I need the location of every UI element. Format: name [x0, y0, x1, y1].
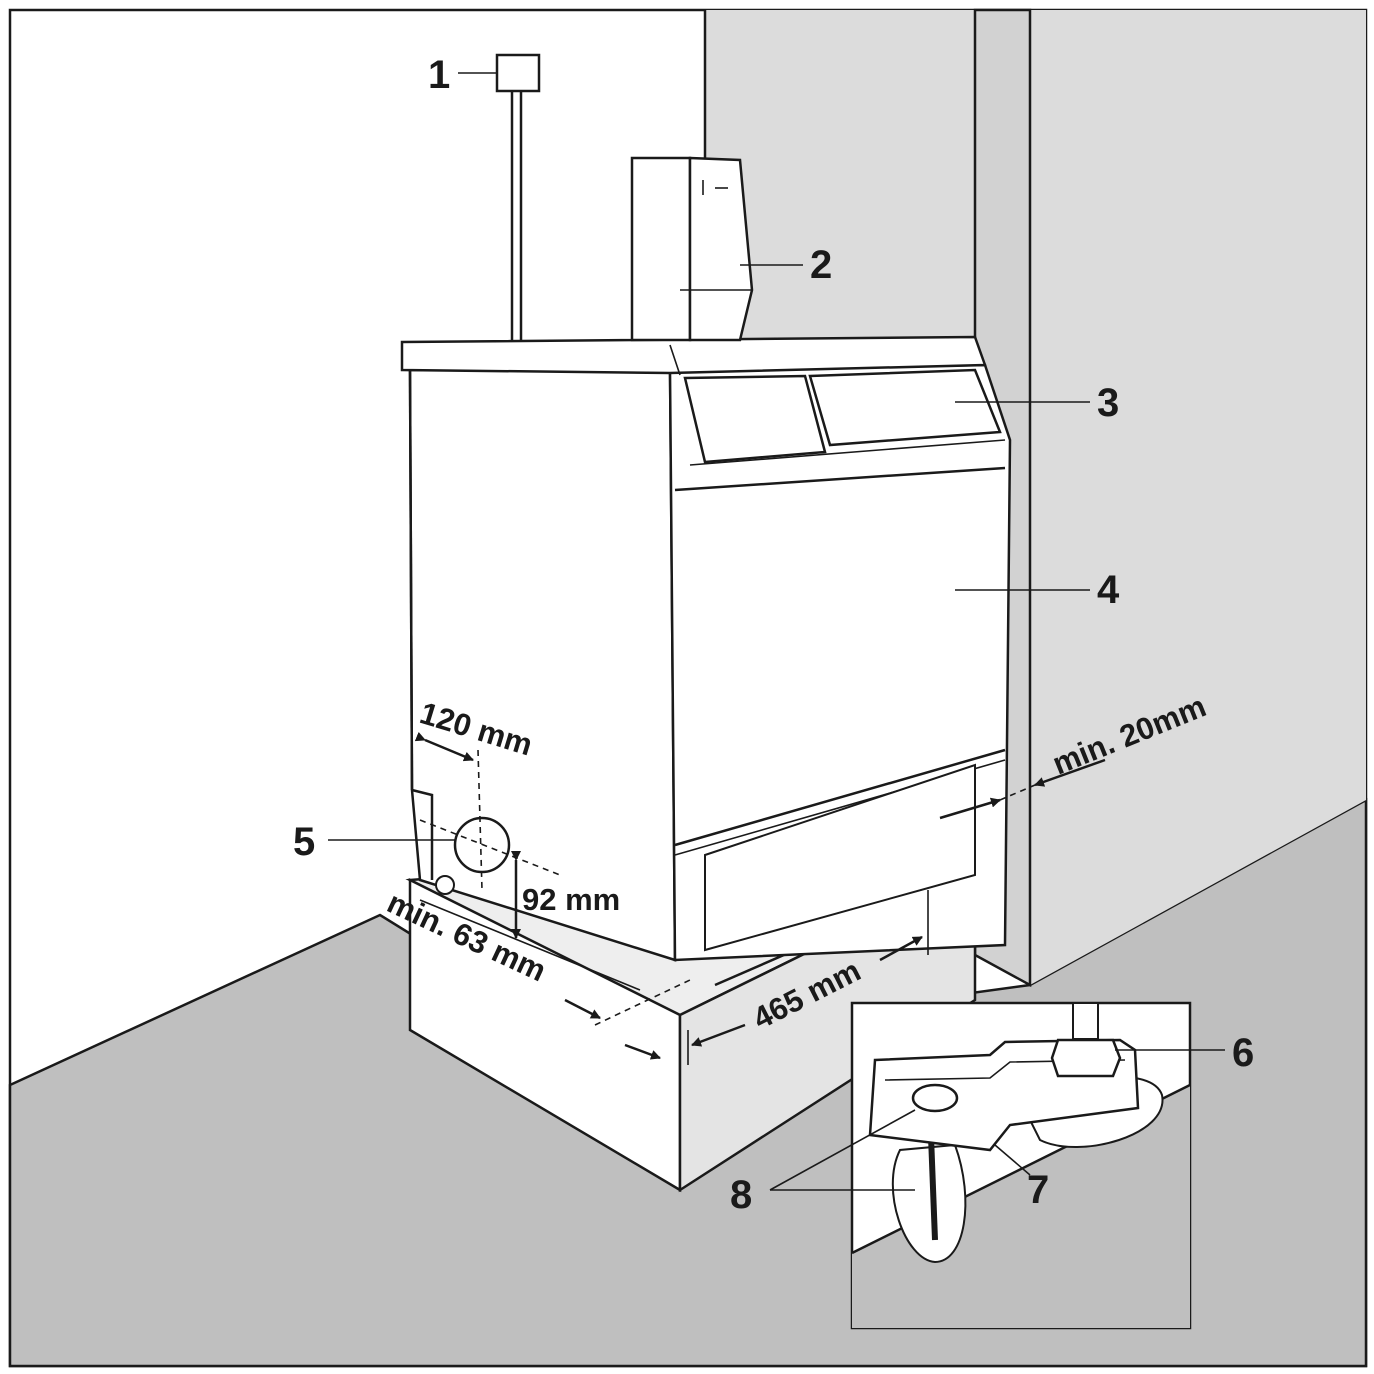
- dim-465-arrow-l: [691, 1023, 746, 1047]
- callout-1: 1: [428, 53, 450, 97]
- hole-axis-h: [419, 819, 561, 876]
- control-panel-right: [808, 368, 1002, 447]
- leader-7: [994, 1144, 1031, 1176]
- inset-nut: [1050, 1038, 1122, 1078]
- dim-63-arrow-b: [624, 1043, 661, 1060]
- inset-plug-hole: [891, 1143, 967, 1264]
- leaders: [328, 72, 1090, 841]
- door-bottom: [674, 748, 1006, 847]
- socket: [495, 53, 541, 340]
- appliance-side: [408, 368, 677, 962]
- socket-box: [495, 53, 541, 93]
- inset-bolt: [1072, 1002, 1099, 1040]
- inset-floor: [852, 1085, 1190, 1328]
- foot: [435, 875, 455, 895]
- plinth: [704, 763, 976, 952]
- detail-inset: [769, 1001, 1225, 1330]
- dim-63-arrow: [564, 998, 601, 1020]
- callout-7: 7: [1027, 1168, 1049, 1212]
- hole-axis-v: [477, 749, 483, 891]
- worktop-edge: [669, 344, 681, 376]
- dim-120-arrow: [414, 731, 474, 762]
- vent-front: [630, 156, 692, 342]
- callout-8: 8: [730, 1173, 752, 1217]
- panel-base: [689, 439, 1006, 466]
- callout-4: 4: [1097, 568, 1120, 612]
- panel-underline: [674, 466, 1006, 492]
- side-notch: [411, 788, 434, 880]
- dim-20-arrow-b: [1034, 758, 1106, 787]
- leader-8a: [769, 1109, 916, 1191]
- dim-465-arrow-r: [879, 935, 923, 962]
- callout-2: 2: [810, 243, 832, 287]
- vent-side: [688, 156, 754, 342]
- side-corner: [408, 369, 414, 791]
- callout-5: 5: [293, 820, 315, 864]
- inset-screw-head: [911, 1083, 959, 1113]
- wall-hole: [419, 749, 561, 891]
- dim-20-arrow: [939, 797, 1001, 820]
- worktop: [400, 335, 987, 375]
- control-panel-left: [683, 374, 827, 464]
- dimension-lines: [414, 731, 1106, 1065]
- pedestal-rail-2: [419, 899, 641, 991]
- vent: [630, 156, 754, 342]
- dim-label-92: 92 mm: [522, 882, 620, 917]
- callout-6: 6: [1232, 1031, 1254, 1075]
- callout-3: 3: [1097, 381, 1119, 425]
- appliance: [400, 335, 1012, 962]
